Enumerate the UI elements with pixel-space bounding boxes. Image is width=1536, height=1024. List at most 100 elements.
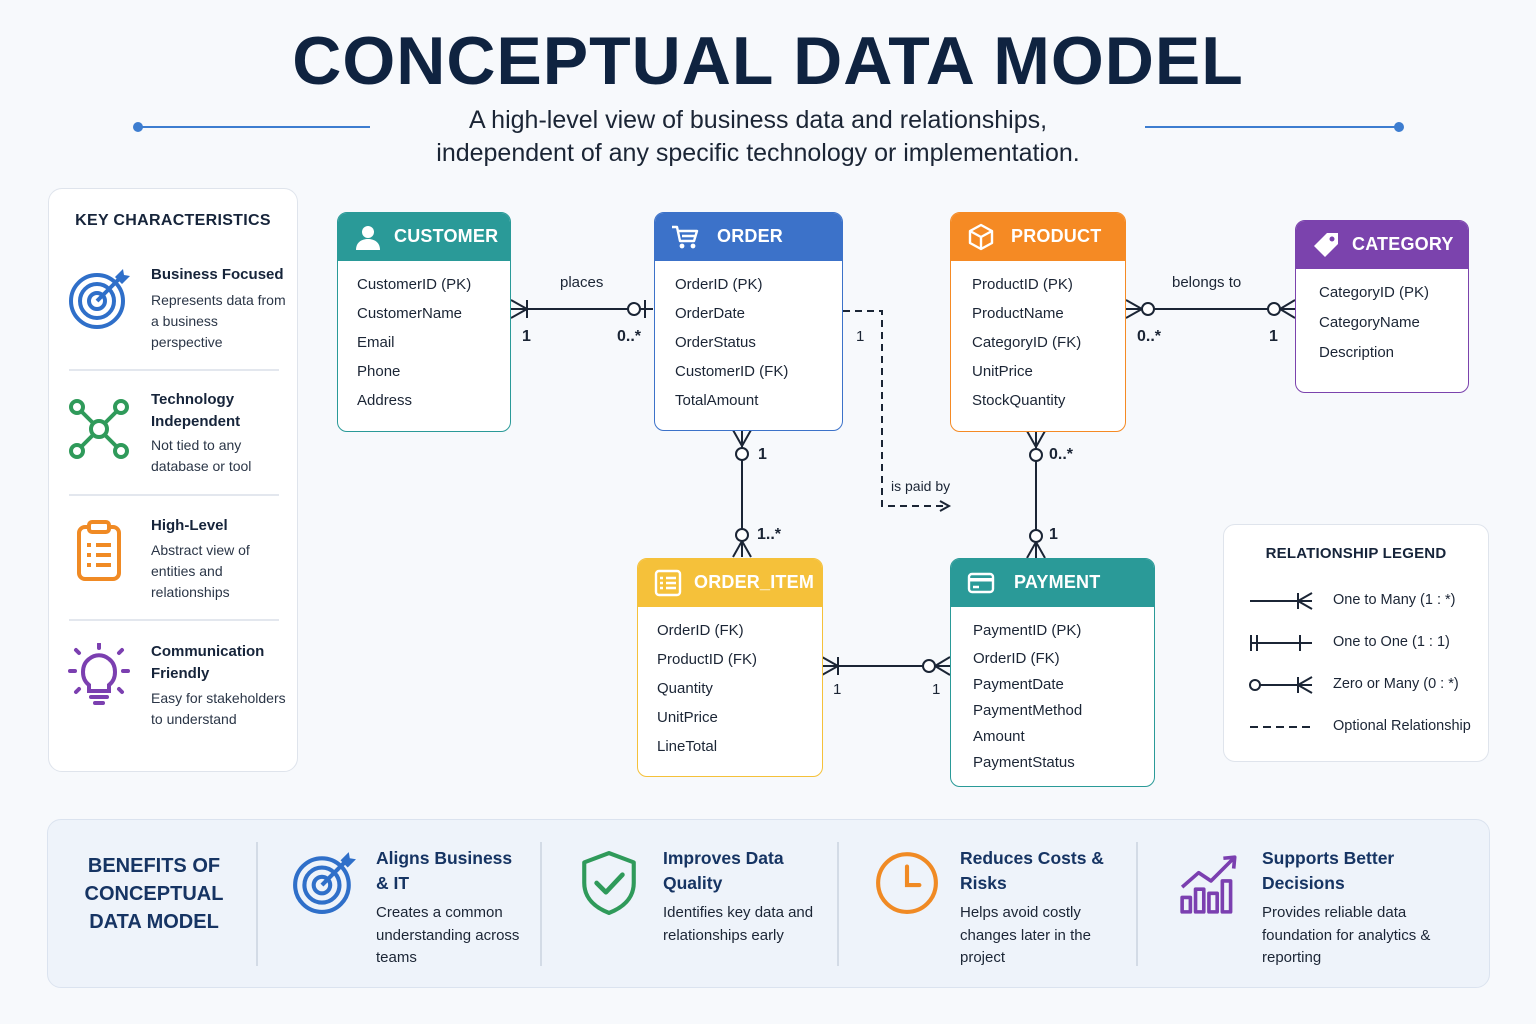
benefits-title-line: CONCEPTUAL xyxy=(84,883,224,905)
chart-up-icon xyxy=(1180,855,1237,914)
tag-icon xyxy=(1314,233,1338,257)
divider xyxy=(540,842,542,966)
attribute: UnitPrice xyxy=(657,709,718,726)
entity-header: ORDER_ITEM xyxy=(638,559,822,607)
characteristic-communication-friendly: Communication Friendly Easy for stakehol… xyxy=(49,641,299,751)
box-icon xyxy=(968,223,994,251)
header-rule-right-dot xyxy=(1394,122,1404,132)
attribute: LineTotal xyxy=(657,738,718,755)
attribute: Email xyxy=(357,334,395,351)
entity-order[interactable]: ORDER OrderID (PK) OrderDate OrderStatus… xyxy=(654,212,843,431)
entity-title: ORDER xyxy=(717,226,784,246)
benefits-panel: BENEFITS OF CONCEPTUAL DATA MODEL Aligns… xyxy=(47,819,1490,988)
entity-title: PRODUCT xyxy=(1011,226,1102,246)
network-icon xyxy=(69,399,129,459)
page-subtitle: A high-level view of business data and r… xyxy=(330,104,1186,170)
attribute: ProductID (PK) xyxy=(972,276,1073,293)
attribute: OrderID (FK) xyxy=(657,622,744,639)
entity-category[interactable]: CATEGORY CategoryID (PK) CategoryName De… xyxy=(1295,220,1469,393)
attribute: PaymentDate xyxy=(973,676,1064,693)
cardinality: 0..* xyxy=(1049,446,1074,463)
attribute: PaymentStatus xyxy=(973,754,1075,771)
attribute: OrderID (PK) xyxy=(675,276,763,293)
lightbulb-icon xyxy=(68,643,130,705)
benefit-description: Helps avoid costly changes later in the … xyxy=(960,904,1091,966)
attribute: CategoryID (FK) xyxy=(972,334,1082,351)
subtitle-line-1: A high-level view of business data and r… xyxy=(468,106,1048,134)
characteristic-description: Easy for stakeholders to understand xyxy=(151,690,286,727)
attribute: CustomerID (PK) xyxy=(357,276,472,293)
legend-label: Zero or Many (0 : *) xyxy=(1333,676,1459,692)
benefit-heading: Improves Data Quality xyxy=(663,848,784,893)
legend-label: One to One (1 : 1) xyxy=(1333,634,1450,650)
characteristic-business-focused: Business Focused Represents data from a … xyxy=(49,261,299,371)
characteristic-heading: High-Level xyxy=(151,517,228,534)
entity-header: ORDER xyxy=(655,213,842,261)
characteristic-heading: Technology Independent xyxy=(151,391,241,430)
cardinality: 0..* xyxy=(1137,328,1162,345)
divider xyxy=(69,494,279,496)
entity-product[interactable]: PRODUCT ProductID (PK) ProductName Categ… xyxy=(950,212,1126,432)
characteristic-description: Abstract view of entities and relationsh… xyxy=(151,542,250,600)
divider xyxy=(256,842,258,966)
key-characteristics-panel: KEY CHARACTERISTICS Business Focused Rep… xyxy=(48,188,298,772)
attribute: Amount xyxy=(973,728,1025,745)
cart-icon xyxy=(672,225,699,249)
user-icon xyxy=(356,226,380,250)
list-icon xyxy=(654,569,682,597)
cardinality: 1 xyxy=(1049,526,1058,543)
attribute: CustomerID (FK) xyxy=(675,363,789,380)
attribute: StockQuantity xyxy=(972,392,1066,409)
attribute: OrderStatus xyxy=(675,334,756,351)
attribute: Address xyxy=(357,392,413,409)
subtitle-line-2: independent of any specific technology o… xyxy=(436,139,1080,167)
characteristic-technology-independent: Technology Independent Not tied to any d… xyxy=(49,387,299,497)
header-rule-left-dot xyxy=(133,122,143,132)
benefit-description: Creates a common understanding across te… xyxy=(376,904,520,966)
cardinality: 1 xyxy=(1269,328,1278,345)
cardinality: 0..* xyxy=(617,328,642,345)
card-icon xyxy=(967,572,995,594)
characteristic-description: Not tied to any database or tool xyxy=(151,437,252,474)
entity-order-item[interactable]: ORDER_ITEM OrderID (FK) ProductID (FK) Q… xyxy=(637,558,823,777)
clock-icon xyxy=(876,852,938,914)
cardinality: 1 xyxy=(833,681,842,698)
attribute: ProductName xyxy=(972,305,1064,322)
attribute: OrderDate xyxy=(675,305,746,322)
entity-payment[interactable]: PAYMENT PaymentID (PK) OrderID (FK) Paym… xyxy=(950,558,1155,787)
attribute: CustomerName xyxy=(357,305,463,322)
attribute: Phone xyxy=(357,363,401,380)
legend-symbols xyxy=(1249,592,1314,728)
legend-label: Optional Relationship xyxy=(1333,718,1471,734)
attribute: ProductID (FK) xyxy=(657,651,758,668)
benefits-title-line: BENEFITS OF xyxy=(87,855,221,877)
divider xyxy=(837,842,839,966)
relationship-label-places: places xyxy=(560,274,604,291)
legend-label: One to Many (1 : *) xyxy=(1333,592,1456,608)
benefits-title-line: DATA MODEL xyxy=(89,911,219,933)
cardinality: 1..* xyxy=(757,526,782,543)
attribute: Quantity xyxy=(657,680,713,697)
divider xyxy=(69,369,279,371)
cardinality: 1 xyxy=(856,328,865,345)
entity-customer[interactable]: CUSTOMER CustomerID (PK) CustomerName Em… xyxy=(337,212,511,432)
entity-header: CATEGORY xyxy=(1296,221,1468,269)
entity-title: CUSTOMER xyxy=(394,226,499,246)
header-rule-left xyxy=(138,126,370,128)
benefit-heading: Supports Better Decisions xyxy=(1262,848,1395,893)
benefit-heading: Aligns Business & IT xyxy=(376,848,513,893)
benefit-description: Provides reliable data foundation for an… xyxy=(1262,904,1431,966)
target-icon xyxy=(293,852,356,914)
entity-title: CATEGORY xyxy=(1352,234,1454,254)
attribute: OrderID (FK) xyxy=(973,650,1060,667)
divider xyxy=(69,619,279,621)
benefit-description: Identifies key data and relationships ea… xyxy=(663,904,814,944)
cardinality: 1 xyxy=(522,328,531,345)
entity-title: ORDER_ITEM xyxy=(694,572,815,592)
characteristic-heading: Communication Friendly xyxy=(151,643,265,682)
entity-header: PRODUCT xyxy=(951,213,1125,261)
entity-title: PAYMENT xyxy=(1014,572,1101,592)
attribute: UnitPrice xyxy=(972,363,1033,380)
attribute: PaymentID (PK) xyxy=(973,622,1082,639)
